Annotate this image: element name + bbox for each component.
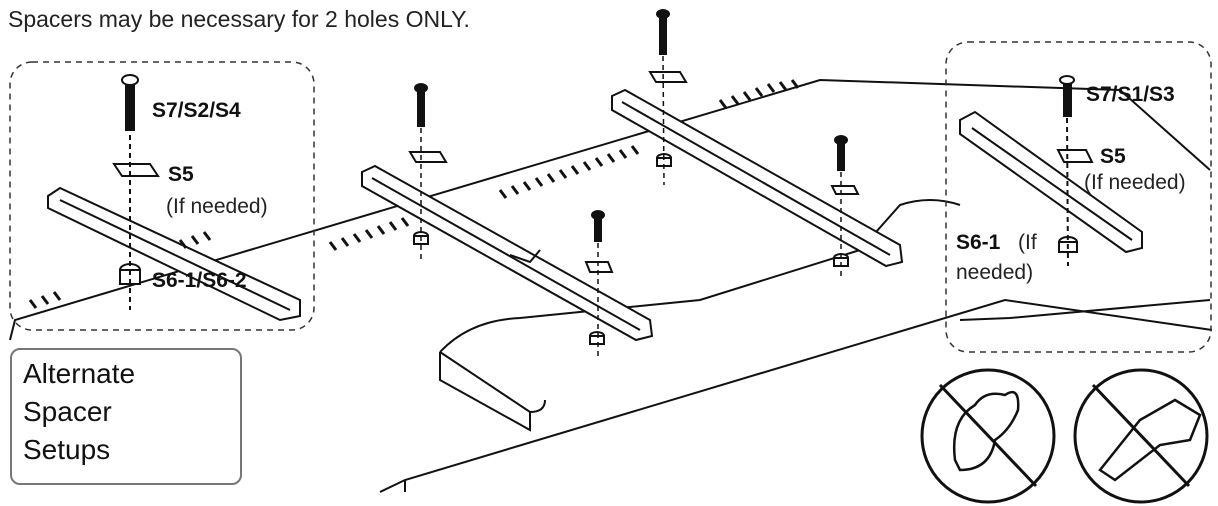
alternate-box-line: Alternate (23, 358, 136, 389)
left-detail-box (9, 61, 315, 331)
spacer-label: S6-1/S6-2 (152, 269, 247, 292)
alignment-guides (420, 55, 842, 356)
washer-label: S5 (168, 163, 194, 186)
right-detail-illustration (959, 75, 1211, 321)
screw-label: S7/S2/S4 (152, 99, 241, 122)
washer-note: (If needed) (166, 195, 268, 218)
alternate-box-line: Spacer (23, 396, 112, 427)
no-hand-tightening-force-icon (920, 368, 1056, 504)
spacer-note: needed) (956, 261, 1034, 284)
washer-note: (If needed) (1084, 171, 1186, 194)
right-detail-box (945, 41, 1212, 353)
screw-label: S7/S1/S3 (1086, 83, 1175, 106)
washer (408, 71, 860, 273)
alternate-spacer-setups-box: Alternate Spacer Setups (10, 348, 242, 485)
vent-slots (328, 79, 800, 251)
no-power-drill-icon (1073, 368, 1209, 504)
spacer-label: S6-1 (956, 231, 1001, 254)
screw (414, 9, 848, 242)
washer-label: S5 (1100, 145, 1126, 168)
mounting-bracket-left (361, 164, 654, 342)
mounting-bracket-right (611, 88, 904, 268)
alternate-box-line: Setups (23, 434, 111, 465)
spacer-note: (If (1018, 231, 1037, 254)
tv-back-panel (9, 78, 1213, 493)
header-note: Spacers may be necessary for 2 holes ONL… (8, 6, 470, 32)
left-detail-illustration (28, 74, 301, 322)
